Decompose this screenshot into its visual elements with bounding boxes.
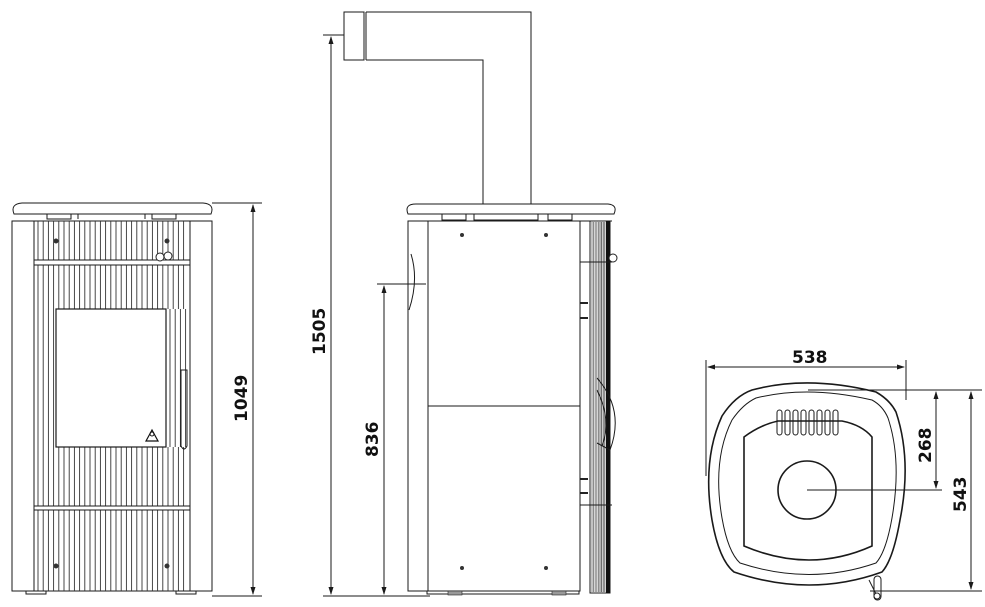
dimension-label-flue-height: 1505 xyxy=(310,308,330,355)
dimension-label-height: 1049 xyxy=(232,375,252,422)
stove-body xyxy=(11,220,213,592)
inner-outline xyxy=(718,391,897,575)
rear-fin-column xyxy=(580,220,618,594)
top-grille xyxy=(776,409,839,436)
flue-pipe xyxy=(343,11,532,204)
dimension-label-flue-offset: 268 xyxy=(916,428,936,464)
combustion-chamber xyxy=(743,420,873,561)
door-handle xyxy=(180,369,188,450)
glass-window xyxy=(55,308,167,448)
side-view: 1505 836 xyxy=(310,11,618,597)
top-plate xyxy=(12,202,213,215)
top-view: 538 268 543 xyxy=(705,348,982,601)
front-view: 1049 xyxy=(11,202,262,597)
dimension-label-outlet-height: 836 xyxy=(363,422,383,458)
upper-side-panel xyxy=(427,220,581,407)
side-handle xyxy=(596,377,616,451)
front-door-edge xyxy=(407,220,429,592)
dimension-label-depth: 543 xyxy=(951,477,971,513)
vertical-fins xyxy=(37,221,187,591)
door-curve xyxy=(408,253,415,311)
lower-side-panel xyxy=(427,405,581,592)
outer-outline xyxy=(707,382,906,586)
dimension-label-width: 538 xyxy=(792,348,828,368)
